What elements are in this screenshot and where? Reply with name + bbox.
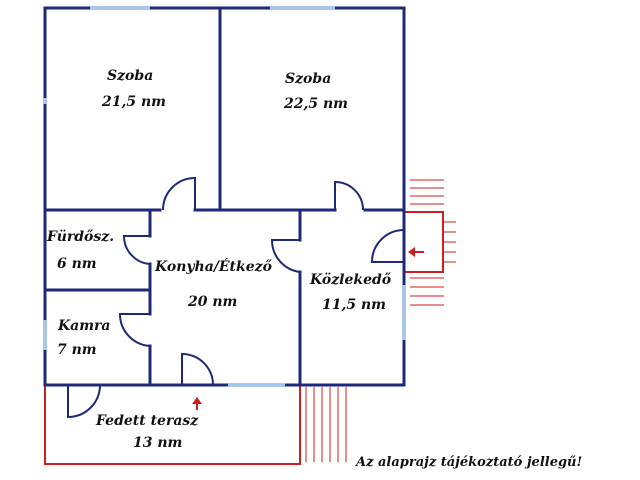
room-name: Fürdősz. bbox=[46, 229, 114, 245]
room-area: 6 nm bbox=[57, 256, 97, 272]
windows bbox=[43, 6, 406, 387]
door-entrance bbox=[370, 229, 405, 263]
room-area: 13 nm bbox=[133, 435, 182, 451]
door-bedroom-right bbox=[334, 180, 364, 211]
disclaimer-note: Az alaprajz tájékoztató jellegű! bbox=[354, 455, 582, 470]
room-area: 11,5 nm bbox=[322, 297, 386, 313]
room-name: Kamra bbox=[57, 318, 111, 334]
door-bathroom bbox=[122, 235, 151, 265]
door-kitchen-terrace bbox=[181, 352, 214, 386]
entrance-stairs bbox=[410, 179, 456, 306]
door-pantry-terrace bbox=[67, 384, 101, 419]
room-area: 7 nm bbox=[57, 342, 97, 358]
room-name: Közlekedő bbox=[309, 272, 392, 288]
room-name: Szoba bbox=[107, 68, 153, 84]
terrace-stairs bbox=[305, 387, 347, 462]
main-entrance-arrowhead bbox=[408, 247, 415, 257]
room-name: Fedett terasz bbox=[95, 413, 199, 429]
room-area: 20 nm bbox=[187, 294, 237, 310]
room-area: 22,5 nm bbox=[283, 96, 348, 112]
entrance-landing-outline bbox=[404, 211, 444, 273]
door-pantry bbox=[118, 313, 151, 347]
doors bbox=[67, 176, 405, 419]
terrace-outline bbox=[44, 385, 301, 465]
entrance-arrows bbox=[192, 247, 424, 410]
door-hallway bbox=[270, 239, 301, 273]
room-name: Konyha/Étkező bbox=[154, 257, 273, 275]
room-name: Szoba bbox=[285, 71, 331, 87]
room-area: 21,5 nm bbox=[101, 94, 166, 110]
door-bedroom-left bbox=[162, 176, 196, 211]
terrace-entrance-arrowhead bbox=[192, 397, 202, 404]
